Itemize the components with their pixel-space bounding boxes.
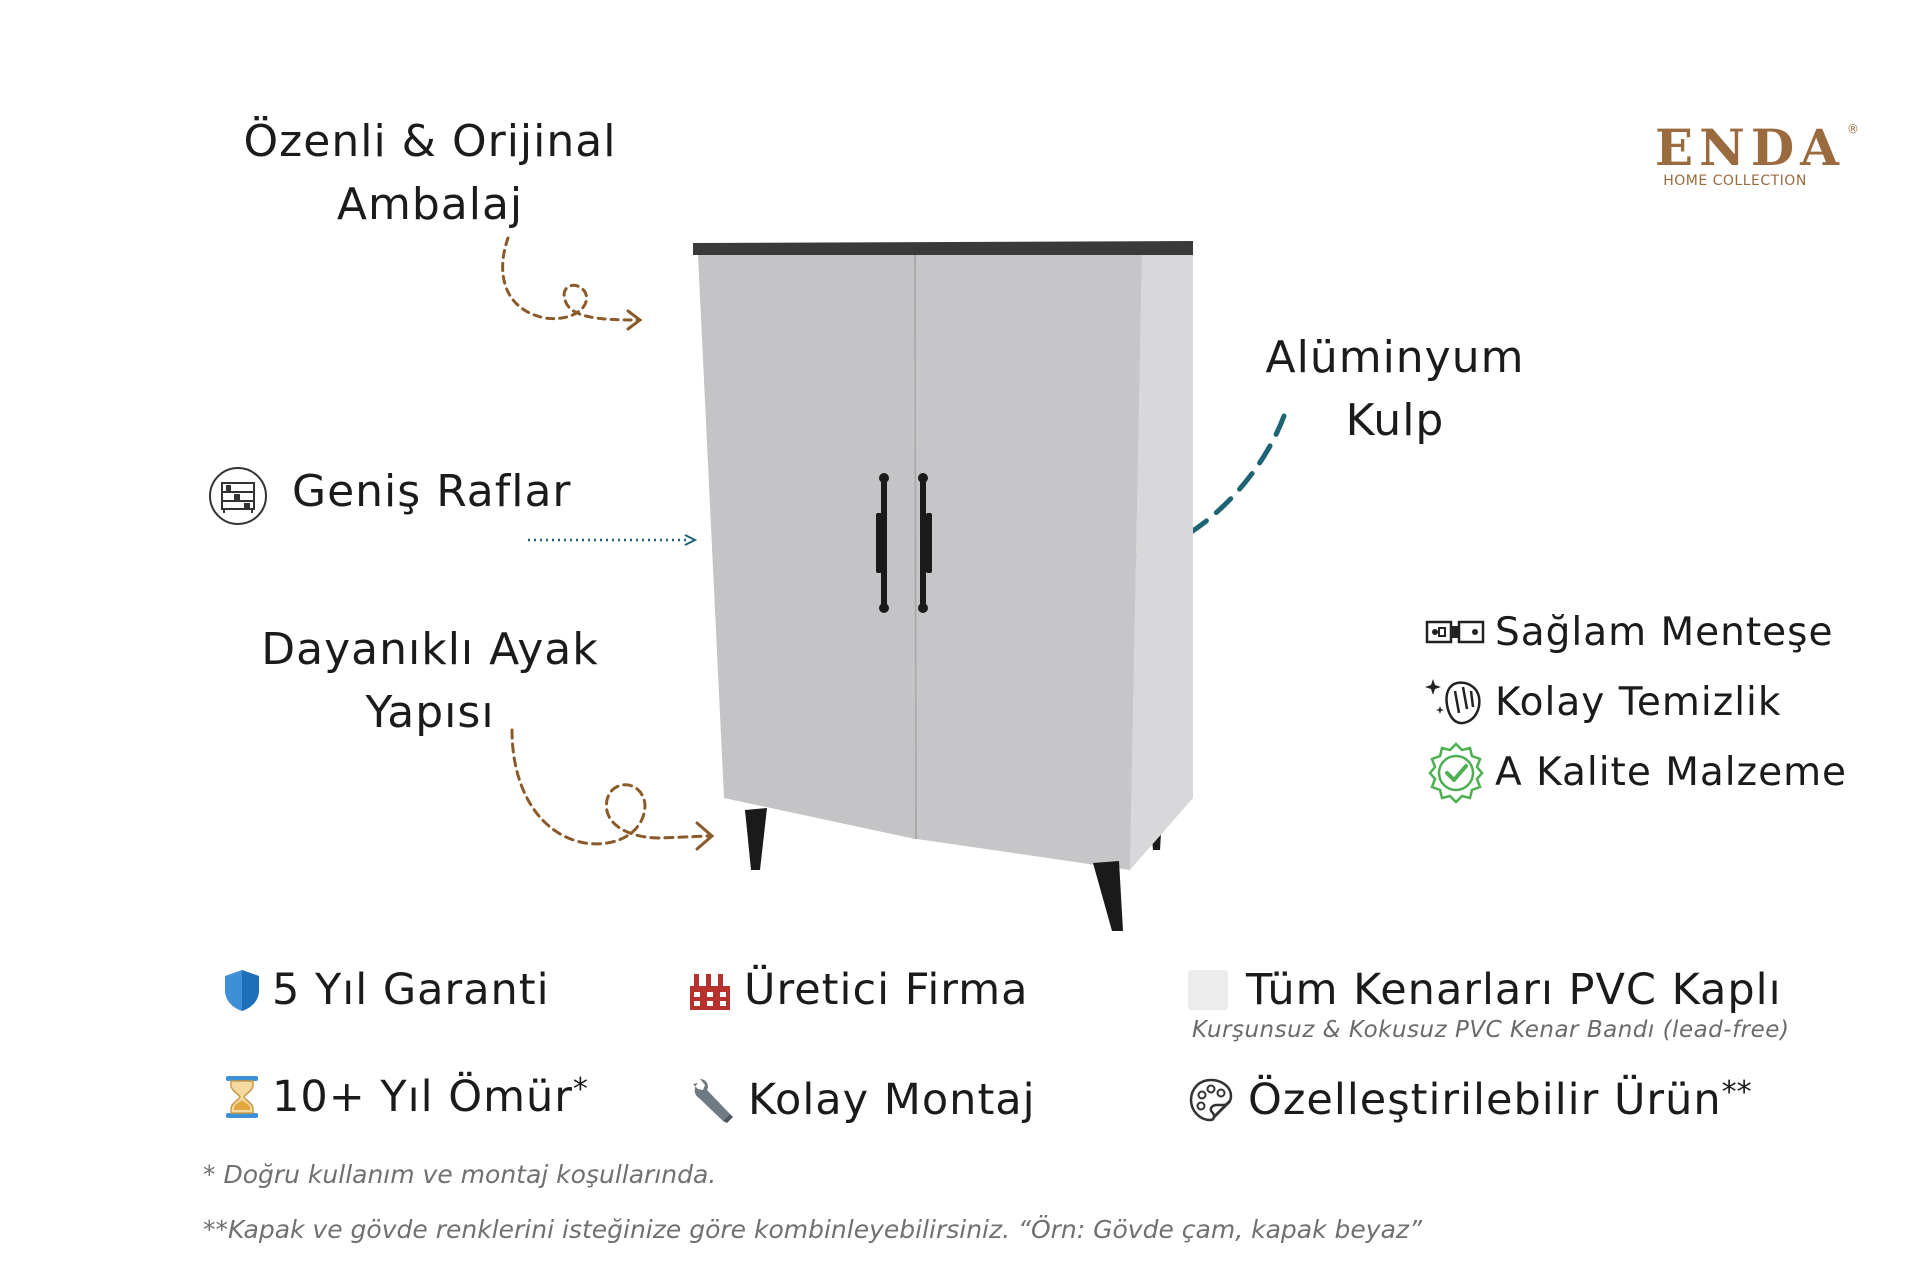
feature-list: Sağlam Menteşe Kolay Temizlik A Kalite M… <box>1425 597 1847 807</box>
pvc-label: Tüm Kenarları PVC Kaplı <box>1246 965 1782 1015</box>
feature-label-hinge: Sağlam Menteşe <box>1495 609 1834 655</box>
legs-arrow-head <box>695 821 715 851</box>
cabinet-right-door <box>916 255 1142 870</box>
brand-logo: ENDA ® HOME COLLECTION <box>1655 118 1859 189</box>
feature-label-cleaning: Kolay Temizlik <box>1495 679 1782 725</box>
brand-tagline: HOME COLLECTION <box>1663 173 1807 189</box>
packaging-arrow <box>501 236 640 322</box>
shield-icon <box>222 968 262 1012</box>
feature-item: Kolay Temizlik <box>1425 667 1847 737</box>
palette-icon <box>1188 1077 1234 1123</box>
hourglass-icon <box>222 1074 262 1120</box>
registered-mark: ® <box>1846 122 1859 136</box>
pvc-sublabel: Kurşunsuz & Kokusuz PVC Kenar Bandı (lea… <box>1192 1017 1790 1043</box>
cabinet-left-door <box>698 255 915 839</box>
wrench-icon <box>690 1077 736 1123</box>
lifetime-label: 10+ Yıl Ömür <box>272 1072 573 1122</box>
callout-packaging: Özenli & Orijinal Ambalaj <box>220 110 640 236</box>
factory-icon <box>688 968 732 1012</box>
feature-label-quality: A Kalite Malzeme <box>1495 749 1848 795</box>
feature-item: Sağlam Menteşe <box>1425 597 1847 667</box>
callout-handle-line2: Kulp <box>1345 395 1445 446</box>
legs-arrow <box>510 728 710 846</box>
hinge-icon <box>1425 610 1487 654</box>
warranty-label: 5 Yıl Garanti <box>272 965 550 1015</box>
feature-warranty: 5 Yıl Garanti <box>222 965 550 1015</box>
cabinet-front-leg-left <box>745 808 767 870</box>
cabinet-top <box>693 241 1193 255</box>
custom-label: Özelleştirilebilir Ürün <box>1248 1075 1722 1125</box>
shelves-arrow-head <box>684 534 698 546</box>
feature-item: A Kalite Malzeme <box>1425 737 1847 807</box>
packaging-arrow-head <box>626 309 643 331</box>
feature-pvc: Tüm Kenarları PVC Kaplı Kurşunsuz & Koku… <box>1188 965 1789 1043</box>
feature-manufacturer: Üretici Firma <box>688 965 1028 1015</box>
callout-shelves: Geniş Raflar <box>292 466 572 517</box>
callout-legs-line1: Dayanıklı Ayak <box>261 624 599 675</box>
callout-packaging-line2: Ambalaj <box>336 179 524 230</box>
callout-legs-line2: Yapısı <box>365 687 495 738</box>
footnote-1: * Doğru kullanım ve montaj koşullarında. <box>203 1160 717 1189</box>
cleaning-hand-icon <box>1425 675 1487 729</box>
callout-handle: Alüminyum Kulp <box>1195 326 1595 452</box>
white-square-icon <box>1188 970 1228 1010</box>
cabinet-front-leg-right <box>1093 861 1123 931</box>
custom-asterisk: ** <box>1721 1075 1752 1110</box>
brand-logo-text: ENDA <box>1655 118 1845 177</box>
shelf-icon <box>208 466 268 526</box>
manufacturer-label: Üretici Firma <box>744 965 1029 1015</box>
feature-custom: Özelleştirilebilir Ürün ** <box>1188 1075 1752 1125</box>
callout-handle-line1: Alüminyum <box>1265 332 1525 383</box>
feature-lifetime: 10+ Yıl Ömür * <box>222 1072 588 1122</box>
cabinet-right-handle <box>918 473 932 613</box>
cabinet-illustration <box>693 241 1193 931</box>
lifetime-asterisk: * <box>572 1072 588 1107</box>
quality-badge-icon <box>1425 742 1487 804</box>
assembly-label: Kolay Montaj <box>748 1075 1036 1125</box>
callout-legs: Dayanıklı Ayak Yapısı <box>220 618 640 744</box>
feature-assembly: Kolay Montaj <box>690 1075 1036 1125</box>
callout-packaging-line1: Özenli & Orijinal <box>243 116 617 167</box>
cabinet-side <box>1130 255 1193 870</box>
cabinet-left-handle <box>876 473 889 613</box>
footnote-2: **Kapak ve gövde renklerini isteğinize g… <box>203 1215 1422 1244</box>
